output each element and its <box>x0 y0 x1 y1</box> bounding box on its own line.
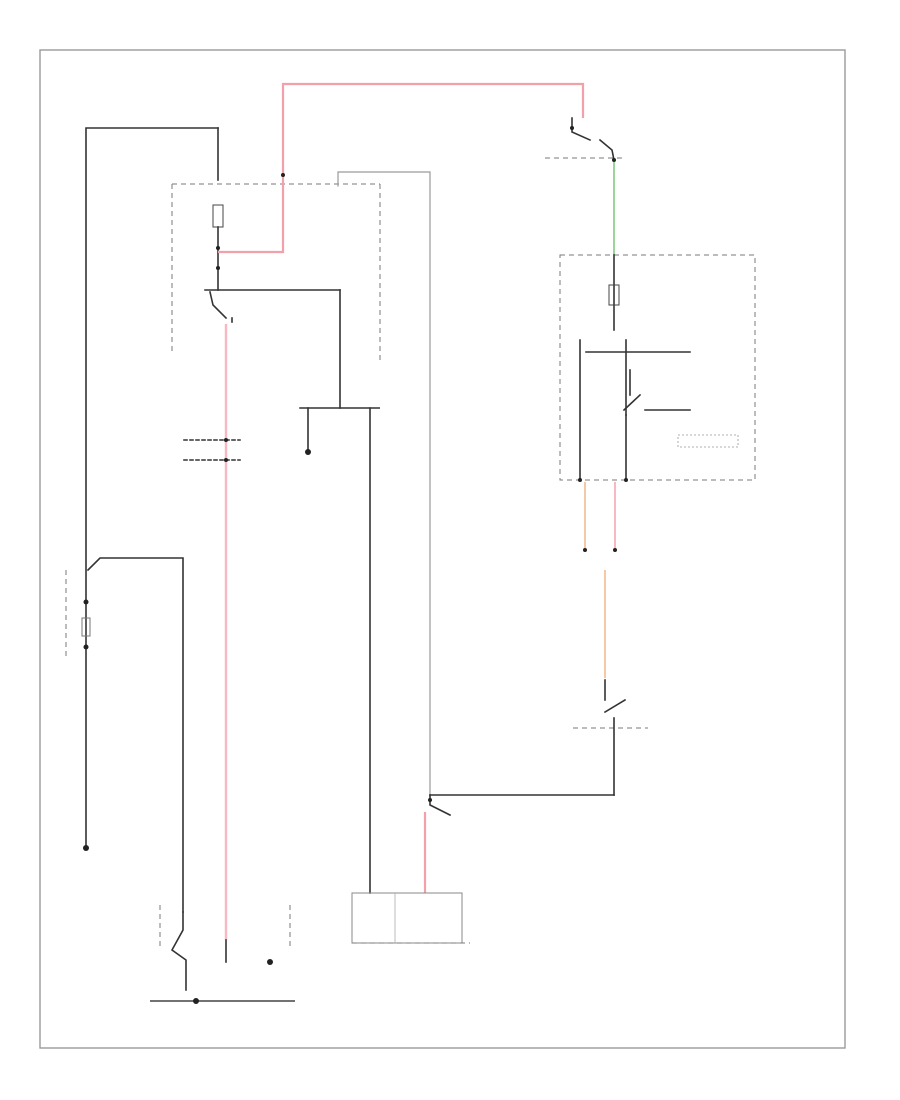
connector-pin <box>83 644 89 650</box>
wire-ecm-link <box>337 171 431 796</box>
range-switch-circuit <box>429 482 648 796</box>
connector-pin <box>281 173 285 177</box>
fuse-icon <box>608 284 620 306</box>
connector-pin <box>224 438 228 442</box>
ground-icon <box>305 449 311 455</box>
fuse-icon <box>212 204 224 228</box>
connector-pin <box>216 266 220 270</box>
ecm-starter-relay <box>351 794 470 944</box>
battery-symbol <box>81 617 91 637</box>
starter-solenoid-contact <box>170 911 187 991</box>
connector-pin <box>624 478 628 482</box>
connector-pin <box>224 458 228 462</box>
connector-pin <box>612 158 616 162</box>
body-control-module <box>559 254 756 482</box>
connector-pin <box>578 478 582 482</box>
ground-icon <box>193 998 199 1004</box>
relay-switch-contact <box>622 393 642 412</box>
connector-pin <box>570 126 574 130</box>
connector-pin <box>83 599 89 605</box>
relay-contact <box>209 291 228 320</box>
connector-pin <box>216 246 220 250</box>
ignition-feed-circuit <box>218 82 585 254</box>
diagram-frame <box>39 49 846 1049</box>
connector-pin <box>428 798 432 802</box>
ignition-switch-contact <box>571 117 592 142</box>
ecm-relay-contact <box>429 794 452 817</box>
wire-ignition-feed <box>218 82 585 254</box>
fuse-relay-box <box>171 183 381 894</box>
module-boundary <box>559 254 756 481</box>
ignition-switch-contact <box>598 138 615 161</box>
module-note-box <box>677 434 739 448</box>
wire-battery-main <box>85 127 219 846</box>
starter-feed-circuit <box>183 324 241 940</box>
ecm-box <box>351 892 463 944</box>
ignition-switch <box>545 117 625 255</box>
range-switch-contact <box>603 698 627 714</box>
connector-pin <box>613 548 617 552</box>
body-ground-icon <box>83 845 89 851</box>
starter-motor <box>150 905 295 1004</box>
wire-battery-sensor <box>86 557 184 913</box>
connector-pin <box>583 548 587 552</box>
battery-ground-circuit <box>65 127 219 913</box>
starter-terminal-icon <box>267 959 273 965</box>
